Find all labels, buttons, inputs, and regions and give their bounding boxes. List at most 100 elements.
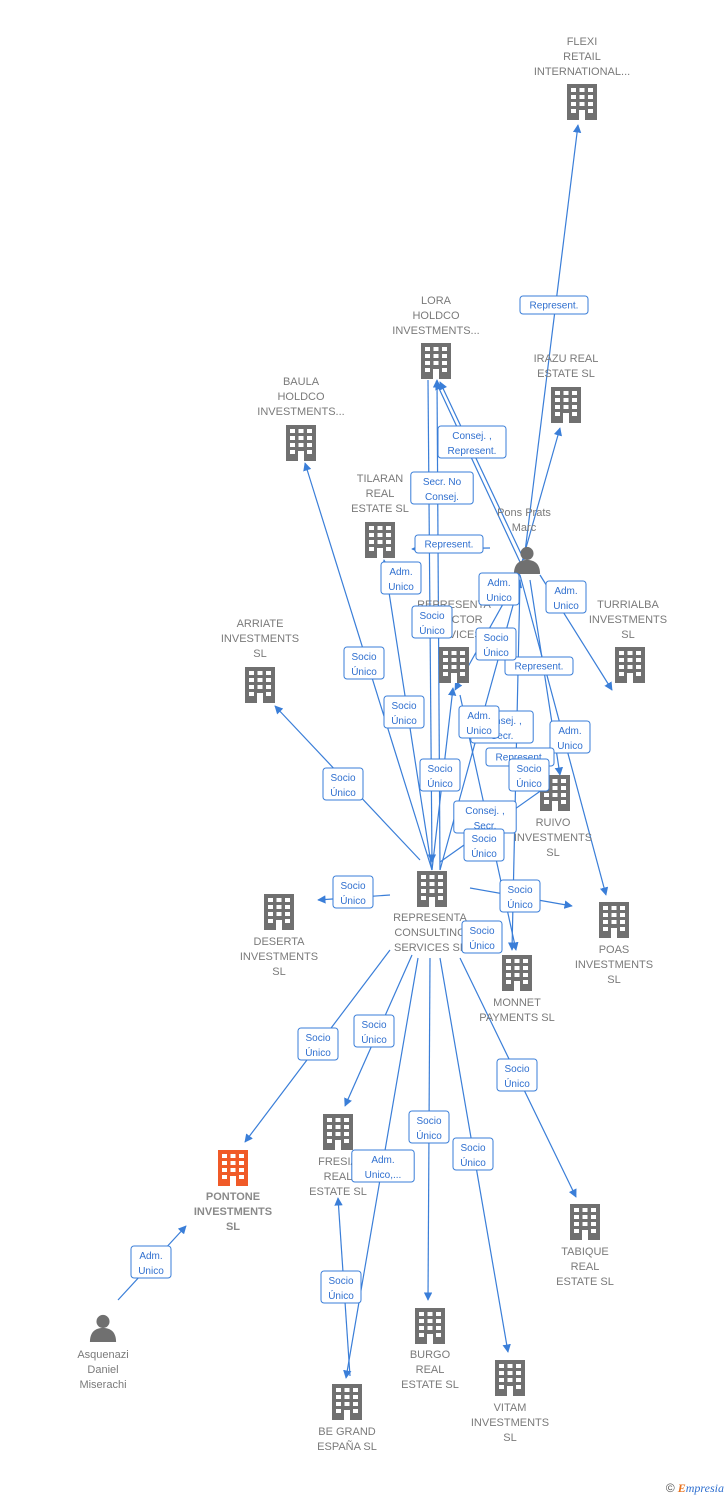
edge-label-box[interactable]: Adm.Unico,... [351,1149,415,1183]
edge-label-frame [320,1270,362,1304]
edge-label-text: Represent. [448,446,497,457]
edge-label-box[interactable]: Adm.Unico [549,720,591,754]
node-label: HOLDCO [412,310,460,322]
node-label: REAL [366,488,395,500]
building-icon [599,902,629,938]
node-label: INVESTMENTS [471,1417,549,1429]
edge-labels-layer: Represent.Consej. ,Represent.Secr. NoCon… [130,295,591,1304]
building-icon [570,1204,600,1240]
node-label: INVESTMENTS [589,614,667,626]
edge-label-box[interactable]: Adm.Unico [545,580,587,614]
edge-label-frame [332,875,374,909]
edge-label-text: Consej. [425,492,459,503]
edge-label-text: Adm. [389,567,412,578]
edge-label-text: Socio [361,1020,386,1031]
edge-label-box[interactable]: Adm.Unico [130,1245,172,1279]
edge-label-box[interactable]: Adm. Unico [380,561,422,595]
node-flexi[interactable]: FLEXIRETAILINTERNATIONAL... [534,36,630,120]
node-label: REAL [416,1364,445,1376]
edge-label-text: Único [351,665,377,678]
edge-label-text: Socio [328,1276,353,1287]
edge-label-box[interactable]: Consej. ,Secr. [453,800,517,834]
node-label: INVESTMENTS... [392,325,479,337]
node-label: Marc [512,522,537,534]
edge-label-text: Secr. No [423,477,462,488]
relation-edge [523,124,582,561]
edge-label-text: Único [305,1046,331,1059]
node-label: SL [546,847,559,859]
edge-label-text: Socio [340,881,365,892]
edge-label-box[interactable]: Secr. No Consej. [410,471,474,505]
edge-label-text: Único [391,714,417,727]
edge-label-text: Único [483,646,509,659]
node-label: INVESTMENTS [240,951,318,963]
building-icon [415,1308,445,1344]
edge-label-text: Adm. [558,726,581,737]
edge-label-box[interactable]: Represent. [414,534,484,554]
edge-label-text: Unico [553,601,579,612]
building-icon [439,647,469,683]
edge-label-text: Secr. [491,731,514,742]
edge-label-box[interactable]: Adm.Unico [478,572,520,606]
edge-label-text: Represent. [530,301,579,312]
edge-label-frame [353,1014,395,1048]
edge-label-frame [351,1149,415,1183]
edge-label-box[interactable]: Represent. [519,295,589,315]
edge-label-text: Unico [388,582,414,593]
node-label: RUIVO [536,817,571,829]
node-label: Daniel [87,1364,118,1376]
edge-label-text: Adm. [139,1251,162,1262]
brand-footer[interactable]: ©Empresia [666,1481,724,1496]
edge-label-text: Único [419,624,445,637]
edge-label-text: Consej. , [465,806,504,817]
node-label: IRAZU REAL [534,353,599,365]
edge-label-box[interactable]: Adm.Unico [458,705,500,739]
node-label: FRESIA [318,1156,358,1168]
building-icon [323,1114,353,1150]
node-label: CONSULTING [394,927,465,939]
edge-label-text: Socio [419,611,444,622]
node-baula[interactable]: BAULAHOLDCOINVESTMENTS... [257,376,345,461]
edge-label-box[interactable]: Consej. ,Represent. [437,425,507,459]
edge-label-box[interactable]: Represent. [504,656,574,676]
node-lora[interactable]: LORAHOLDCOINVESTMENTS... [392,295,480,379]
node-label: BURGO [410,1349,451,1361]
edge-label-frame [410,471,474,505]
building-icon [286,425,316,461]
edge-label-text: Único [516,777,542,790]
